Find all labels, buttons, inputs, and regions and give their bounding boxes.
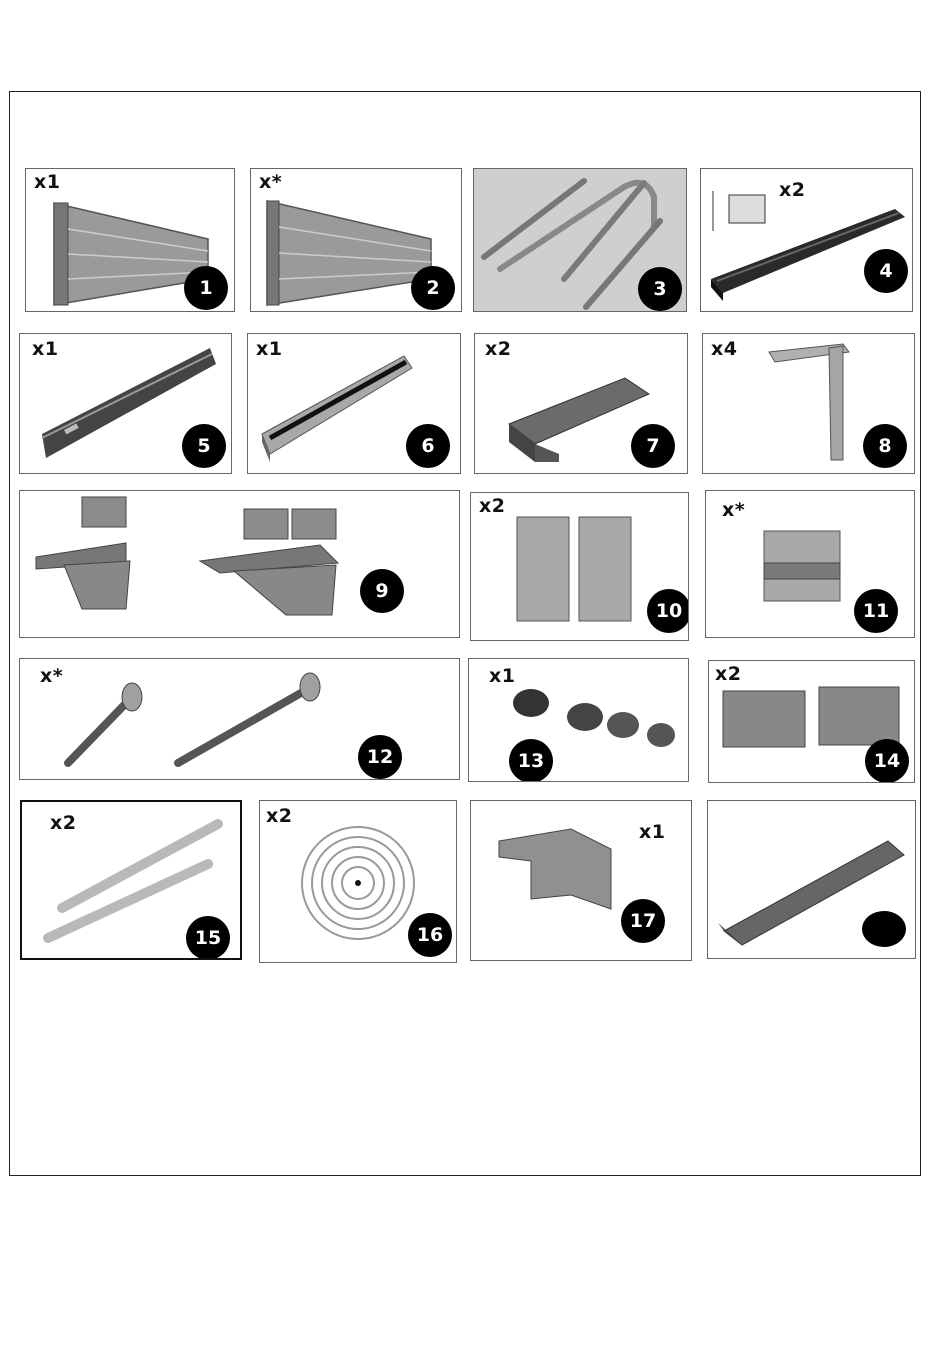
part-number-badge: 10 — [647, 589, 689, 633]
part-number-badge: 15 — [186, 916, 230, 960]
part-number-badge: 4 — [864, 249, 908, 293]
part-11-hinge: x* 11 — [705, 490, 915, 638]
part-quantity: x1 — [256, 338, 282, 360]
part-number-badge: 5 — [182, 424, 226, 468]
part-16-coil: x2 16 — [259, 800, 457, 963]
part-14-brackets: x2 14 — [708, 660, 915, 783]
part-15-springs: x2 15 — [20, 800, 242, 960]
part-quantity: x2 — [50, 812, 76, 834]
part-5-rail: x1 5 — [19, 333, 232, 474]
part-3-rods: 3 — [473, 168, 687, 312]
part-quantity: x1 — [489, 665, 515, 687]
part-12-rollers: x* 12 — [19, 658, 460, 780]
part-quantity: x4 — [711, 338, 737, 360]
part-quantity: x1 — [32, 338, 58, 360]
part-number-badge: 7 — [631, 424, 675, 468]
part-17-plate: x1 17 — [470, 800, 692, 961]
part-quantity: x* — [259, 171, 282, 193]
part-1-panel: x1 1 — [25, 168, 235, 312]
part-number-badge: 1 — [184, 266, 228, 310]
part-quantity: x2 — [485, 338, 511, 360]
hinges-illustration — [20, 491, 460, 638]
part-2-panel: x* 2 — [250, 168, 462, 312]
part-quantity: x* — [722, 499, 745, 521]
part-number-badge: 12 — [358, 735, 402, 779]
part-18-profile — [707, 800, 916, 959]
part-quantity: x* — [40, 665, 63, 687]
part-number-badge: 8 — [863, 424, 907, 468]
part-7-bracket: x2 7 — [474, 333, 688, 474]
part-9-hinges: 9 — [19, 490, 460, 638]
part-number-badge: 6 — [406, 424, 450, 468]
part-number-badge: 14 — [865, 739, 909, 783]
part-6-track: x1 6 — [247, 333, 461, 474]
part-quantity: x2 — [266, 805, 292, 827]
part-quantity: x2 — [479, 495, 505, 517]
part-number-badge: 3 — [638, 267, 682, 311]
part-4-channel: x2 4 — [700, 168, 913, 312]
part-quantity: x1 — [639, 821, 665, 843]
part-quantity: x2 — [715, 663, 741, 685]
part-number-badge: 17 — [621, 899, 665, 943]
part-10-plates: x2 10 — [470, 492, 689, 641]
part-number-badge: 16 — [408, 913, 452, 957]
part-quantity: x2 — [779, 179, 805, 201]
part-number-badge: 2 — [411, 266, 455, 310]
part-number-badge — [862, 911, 906, 947]
part-8-hanger: x4 8 — [702, 333, 915, 474]
part-13-sleeves: x1 13 — [468, 658, 689, 782]
part-number-badge: 9 — [360, 569, 404, 613]
part-number-badge: 13 — [509, 739, 553, 782]
part-number-badge: 11 — [854, 589, 898, 633]
part-quantity: x1 — [34, 171, 60, 193]
